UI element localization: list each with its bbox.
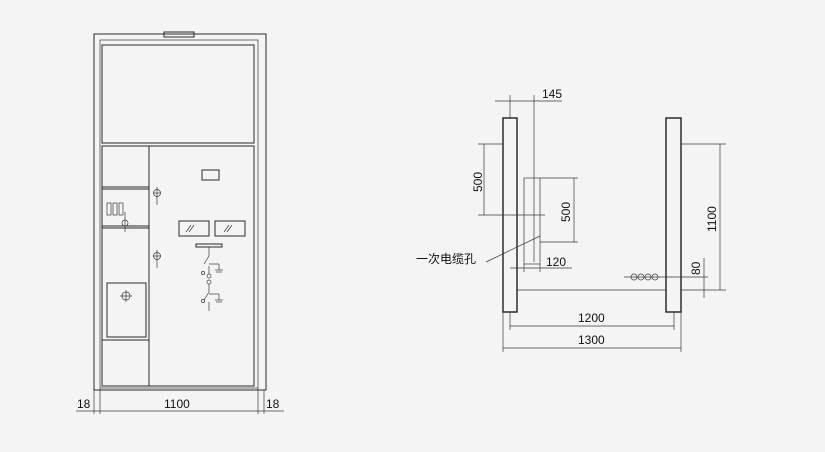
primary-cable-hole xyxy=(523,177,541,265)
cabinet-front-view: 18 1100 18 xyxy=(76,31,284,414)
mimic-bar xyxy=(195,243,223,248)
dim-cabinet-width: 1100 xyxy=(164,397,190,411)
front-dimension-line xyxy=(76,388,284,414)
breaker-compartment xyxy=(101,227,150,341)
dim-1300: 1300 xyxy=(578,333,605,347)
dim-120: 120 xyxy=(546,255,566,269)
viewing-window-right xyxy=(214,220,246,237)
cable-hole-label: 一次电缆孔 xyxy=(416,252,476,266)
dim-1100: 1100 xyxy=(705,206,719,232)
door-lock-icon xyxy=(120,290,132,302)
operating-handle-upper-icon xyxy=(153,187,161,205)
dim-500-left: 500 xyxy=(471,172,485,192)
top-lifting-slot xyxy=(163,31,195,38)
dim-right-flange: 18 xyxy=(266,397,280,411)
operating-handle-lower-icon xyxy=(153,250,161,268)
dim-1200: 1200 xyxy=(578,311,605,325)
mimic-diagram xyxy=(201,247,223,311)
dim-145: 145 xyxy=(542,87,562,101)
main-door-panel xyxy=(101,145,255,387)
cable-door xyxy=(106,282,147,338)
dim-left-flange: 18 xyxy=(77,397,91,411)
nameplate xyxy=(201,169,220,181)
instrument-compartment xyxy=(101,44,255,144)
foundation-plan: 145 500 500 120 一次电缆孔 1100 xyxy=(416,87,726,352)
cabinet-outer-frame xyxy=(93,33,267,391)
viewing-window-left xyxy=(178,220,210,237)
switch-knob-icon xyxy=(121,219,129,227)
relay-compartment xyxy=(101,145,150,188)
control-compartment xyxy=(101,188,150,227)
dim-500-inner: 500 xyxy=(559,202,573,222)
cabinet-body xyxy=(99,39,259,389)
dim-80: 80 xyxy=(689,261,703,275)
base-channel-right xyxy=(665,117,682,313)
